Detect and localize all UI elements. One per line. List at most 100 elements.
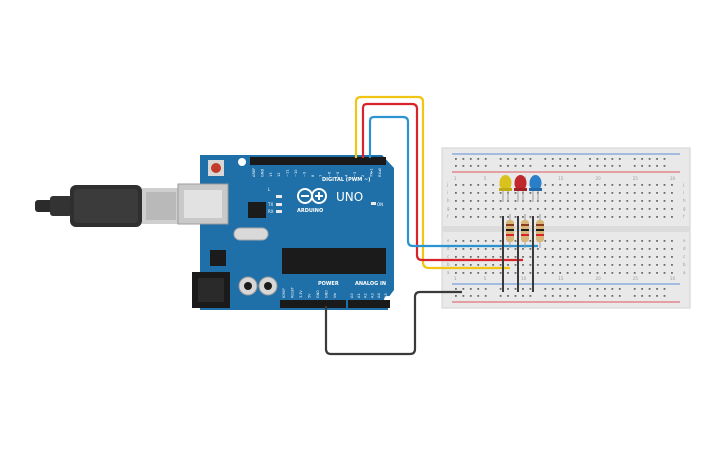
breadboard-hole [507, 248, 509, 250]
breadboard-hole [559, 158, 562, 160]
breadboard-hole [611, 200, 614, 202]
breadboard-hole [455, 240, 457, 242]
breadboard-hole [559, 288, 562, 290]
breadboard-hole [499, 288, 502, 290]
breadboard-row-letter: e [683, 238, 686, 243]
breadboard-hole [544, 256, 547, 258]
breadboard-hole [656, 256, 658, 258]
breadboard-hole [566, 272, 569, 274]
breadboard-hole [589, 158, 591, 160]
breadboard-hole [499, 208, 502, 210]
breadboard-hole [544, 216, 547, 218]
breadboard-row-letter: b [683, 262, 686, 267]
arduino-board[interactable]: UNO ARDUINO DIGITAL (PWM ~) POWER ANALOG… [177, 155, 394, 310]
breadboard-row-letter: c [683, 254, 685, 259]
breadboard-hole [663, 165, 666, 167]
breadboard-hole [633, 288, 636, 290]
breadboard-column-number: 5 [484, 276, 487, 281]
breadboard-row-letter: h [447, 198, 450, 203]
breadboard-hole [656, 192, 658, 194]
breadboard-hole [671, 184, 673, 186]
breadboard-hole [633, 216, 636, 218]
breadboard-hole [596, 288, 599, 290]
breadboard-hole [551, 295, 554, 297]
breadboard-hole [507, 256, 509, 258]
breadboard-row-letter: f [683, 214, 685, 219]
breadboard-hole [551, 200, 554, 202]
breadboard-hole [492, 248, 495, 250]
breadboard-hole [656, 240, 658, 242]
breadboard-hole [477, 165, 480, 167]
breadboard-hole [529, 158, 532, 160]
breadboard-hole [514, 208, 517, 210]
breadboard-hole [671, 192, 673, 194]
power-pin-label: RESET [291, 286, 295, 298]
breadboard-hole [462, 208, 465, 210]
breadboard-hole [574, 216, 576, 218]
breadboard-hole [477, 158, 480, 160]
led-label-rx: RX [268, 209, 274, 214]
breadboard-hole [648, 256, 651, 258]
breadboard-hole [499, 240, 502, 242]
breadboard-hole [671, 264, 673, 266]
breadboard-hole [589, 192, 591, 194]
breadboard-hole [618, 240, 621, 242]
breadboard-hole [671, 240, 673, 242]
breadboard-hole [559, 264, 562, 266]
digital-pin-label: ~3 [353, 172, 357, 177]
breadboard-hole [551, 272, 554, 274]
breadboard-hole [529, 200, 532, 202]
breadboard-hole [529, 288, 532, 290]
breadboard-hole [529, 192, 532, 194]
breadboard-hole [581, 200, 584, 202]
breadboard-hole [514, 288, 517, 290]
breadboard-hole [477, 208, 480, 210]
breadboard-hole [574, 158, 576, 160]
breadboard-column-number: 25 [633, 276, 639, 281]
breadboard-hole [604, 165, 606, 167]
breadboard-hole [671, 248, 673, 250]
breadboard-hole [618, 208, 621, 210]
breadboard-hole [633, 200, 636, 202]
breadboard-hole [529, 165, 532, 167]
breadboard-hole [648, 208, 651, 210]
breadboard-hole [455, 208, 457, 210]
breadboard-hole [611, 248, 614, 250]
resistor-1 [506, 214, 514, 248]
breadboard-hole [566, 165, 569, 167]
breadboard-hole [477, 272, 480, 274]
breadboard-hole [626, 184, 629, 186]
breadboard-hole [462, 248, 465, 250]
breadboard-hole [522, 216, 524, 218]
breadboard-hole [626, 256, 629, 258]
breadboard-hole [484, 158, 487, 160]
breadboard-hole [507, 295, 509, 297]
breadboard-hole [484, 288, 487, 290]
breadboard-hole [626, 216, 629, 218]
breadboard-hole [626, 264, 629, 266]
breadboard-hole [551, 264, 554, 266]
breadboard-hole [462, 200, 465, 202]
breadboard-hole [484, 184, 487, 186]
breadboard-hole [656, 158, 658, 160]
breadboard-hole [566, 208, 569, 210]
breadboard-hole [574, 240, 576, 242]
breadboard-hole [611, 216, 614, 218]
breadboard-column-number: 25 [633, 176, 639, 181]
analog-pin-label: A0 [350, 293, 354, 298]
breadboard-hole [648, 158, 651, 160]
breadboard-column-number: 15 [558, 176, 564, 181]
breadboard-column-number: 30 [670, 276, 676, 281]
breadboard-hole [477, 200, 480, 202]
breadboard-hole [641, 184, 644, 186]
breadboard-hole [618, 200, 621, 202]
digital-pin-label: ~11 [286, 169, 290, 177]
breadboard-hole [551, 158, 554, 160]
breadboard-hole [559, 256, 562, 258]
breadboard-hole [492, 264, 495, 266]
breadboard-hole [484, 200, 487, 202]
breadboard-hole [618, 256, 621, 258]
breadboard-hole [507, 264, 509, 266]
resistor-2 [521, 214, 529, 248]
